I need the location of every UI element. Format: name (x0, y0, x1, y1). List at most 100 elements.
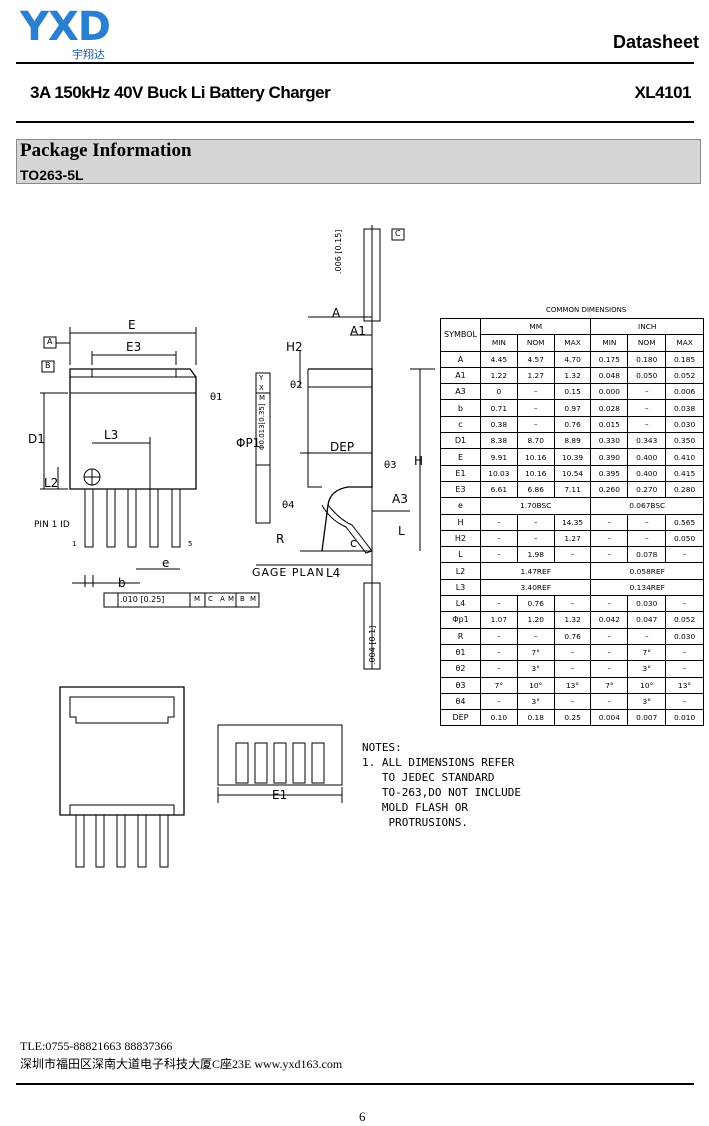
logo-wordmark: YXD (20, 4, 111, 50)
value-cell: – (479, 692, 518, 711)
value-cell: – (553, 546, 592, 564)
value-cell: 0.10 (479, 709, 518, 727)
value-cell: 10.39 (553, 448, 592, 466)
label-A: A (332, 306, 341, 320)
drawing-notes: NOTES: 1. ALL DIMENSIONS REFER TO JEDEC … (362, 741, 521, 829)
datum-A-label: A (47, 337, 53, 346)
value-cell: – (479, 546, 518, 564)
value-cell: – (516, 399, 555, 417)
value-cell: – (516, 529, 555, 548)
value-cell: 4.45 (479, 350, 518, 368)
tolerance-pin: .010 [0.25] (120, 595, 165, 604)
part-number: XL4101 (634, 83, 691, 102)
symbol-cell: θ1 (440, 643, 481, 662)
fcf-pin-ref-5: B (240, 595, 245, 603)
value-cell: 0.400 (627, 448, 667, 466)
value-cell: 0.76 (553, 415, 592, 434)
symbol-cell: E (440, 448, 481, 466)
symbol-cell: R (440, 627, 481, 645)
symbol-cell: L4 (440, 595, 481, 613)
table-row: R––0.76––0.030 (440, 627, 704, 645)
mm-header: MM (479, 317, 592, 336)
value-cell: 0.042 (590, 611, 629, 629)
value-cell: 4.57 (516, 350, 555, 368)
symbol-cell: A (440, 350, 481, 368)
header-rule-bottom (16, 121, 694, 123)
value-cell: 7° (627, 643, 667, 662)
label-E1: E1 (272, 788, 288, 802)
value-cell: 3° (516, 660, 555, 678)
value-cell: 0.030 (665, 627, 704, 645)
symbol-cell: DEP (440, 709, 481, 727)
symbol-header: SYMBOL (440, 318, 481, 352)
value-cell: – (627, 529, 667, 548)
value-cell: 3.40REF (479, 578, 592, 597)
symbol-cell: L2 (440, 562, 481, 580)
table-row: θ4–3°––3°– (440, 692, 704, 711)
value-cell: 10° (516, 676, 555, 694)
symbol-cell: A3 (440, 383, 481, 401)
table-row: θ2–3°––3°– (440, 660, 704, 678)
value-cell: – (479, 660, 518, 678)
symbol-cell: D1 (440, 432, 481, 450)
value-cell: – (553, 595, 592, 613)
sub-header: NOM (627, 334, 667, 352)
label-DEP: DEP (330, 440, 355, 454)
value-cell: 0.415 (665, 464, 704, 482)
value-cell: 0.180 (627, 350, 667, 368)
sub-header: MIN (590, 334, 629, 352)
label-theta3: θ3 (384, 460, 397, 471)
value-cell: 0.050 (627, 366, 667, 385)
value-cell: 7° (590, 676, 629, 694)
value-cell: – (590, 692, 629, 711)
value-cell: – (627, 399, 667, 417)
value-cell: 0.330 (590, 432, 629, 450)
value-cell: 1.32 (553, 611, 592, 629)
symbol-cell: L3 (440, 578, 481, 597)
label-E: E (128, 318, 136, 332)
value-cell: 0.004 (590, 709, 629, 727)
value-cell: 14.35 (553, 513, 592, 531)
value-cell: 10.16 (516, 464, 555, 482)
value-cell: 0.280 (665, 480, 704, 499)
value-cell: 1.27 (516, 366, 555, 385)
value-cell: 8.89 (553, 432, 592, 450)
value-cell: 4.70 (553, 350, 592, 368)
label-P1: ΦP1 (236, 436, 261, 450)
value-cell: 0.390 (590, 448, 629, 466)
value-cell: 0.050 (665, 529, 704, 548)
value-cell: – (590, 513, 629, 531)
value-cell: 0.048 (590, 366, 629, 385)
value-cell: 10.54 (553, 464, 592, 482)
footer-tel: TLE:0755-88821663 88837366 (20, 1039, 173, 1053)
value-cell: 0.010 (665, 709, 704, 727)
page-number: 6 (359, 1109, 366, 1124)
section-subtitle: TO263-5L (20, 167, 84, 183)
tolerance-top: .006 [0.15] (334, 229, 343, 274)
value-cell: 0.395 (590, 464, 629, 482)
value-cell: 0.343 (627, 432, 667, 450)
value-cell: 8.70 (516, 432, 555, 450)
symbol-cell: Φp1 (440, 611, 481, 629)
value-cell: – (516, 513, 555, 531)
drawing-labels: E E3 A A1 H2 D1 L3 L2 PIN 1 ID b e ΦP1 D… (0, 0, 440, 900)
value-cell: 0.058REF (590, 562, 704, 580)
value-cell: 13° (553, 676, 592, 694)
value-cell: – (627, 513, 667, 531)
label-L4: L4 (326, 566, 341, 580)
value-cell: 1.47REF (479, 562, 592, 580)
symbol-cell: H2 (440, 529, 481, 548)
value-cell: 1.32 (553, 366, 592, 385)
value-cell: 0.028 (590, 399, 629, 417)
label-L2: L2 (44, 476, 59, 490)
value-cell: 3° (627, 660, 667, 678)
fcf-side-ref-1: M (259, 394, 266, 402)
value-cell: – (665, 595, 704, 613)
